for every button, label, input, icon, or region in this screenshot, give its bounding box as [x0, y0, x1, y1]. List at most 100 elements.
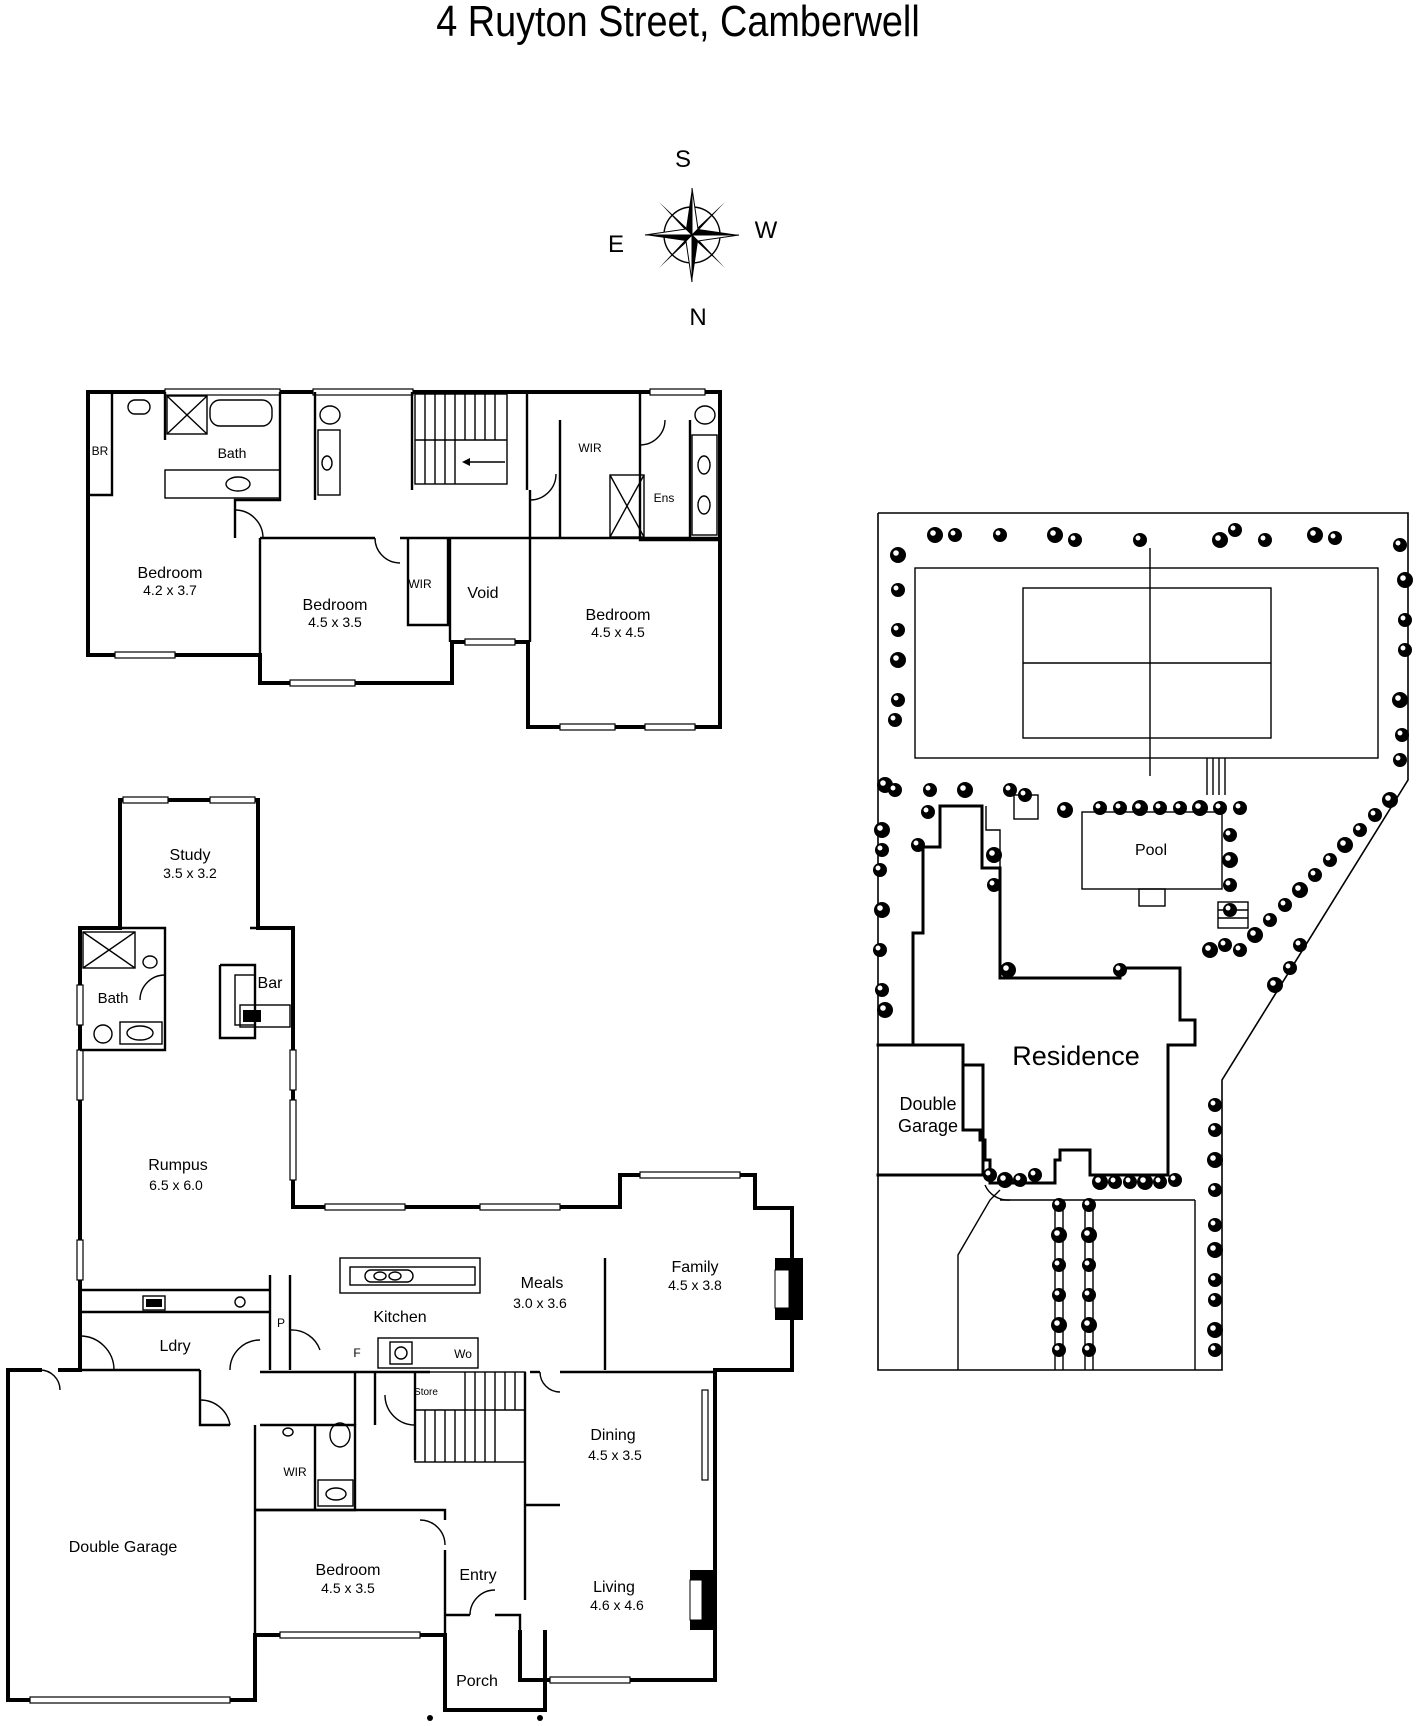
upper-ens-label: Ens: [654, 491, 675, 505]
tree-highlight: [1355, 825, 1361, 831]
tree-icon: [1328, 531, 1342, 545]
tree-highlight: [890, 785, 896, 791]
tree-icon: [957, 782, 973, 798]
living-size: 4.6 x 4.6: [590, 1597, 644, 1613]
tree-highlight: [989, 880, 995, 886]
upper-bedroom2-label: Bedroom: [303, 597, 368, 614]
tree-highlight: [1310, 870, 1316, 876]
tree-highlight: [1054, 1230, 1060, 1236]
tree-icon: [997, 1172, 1013, 1188]
upper-bedroom1-size: 4.2 x 3.7: [143, 582, 197, 598]
tree-icon: [875, 843, 889, 857]
tree-icon: [1307, 527, 1323, 543]
tree-icon: [1052, 1288, 1066, 1302]
tree-icon: [873, 863, 887, 877]
tree-highlight: [1020, 790, 1026, 796]
upper-bedroom3-label: Bedroom: [586, 607, 651, 624]
tree-highlight: [1210, 1325, 1216, 1331]
tree-highlight: [1084, 1200, 1090, 1206]
tree-icon: [1207, 1152, 1223, 1168]
tree-highlight: [890, 715, 896, 721]
tree-icon: [1123, 1175, 1137, 1189]
tree-icon: [1028, 1168, 1042, 1182]
kitchen-label: Kitchen: [373, 1309, 426, 1326]
upper-floor-plan: BR Bath Bedroom 4.2 x 3.7 Bedroom 4.5 x …: [86, 388, 722, 731]
tree-icon: [1247, 927, 1263, 943]
tree-icon: [1018, 788, 1032, 802]
tree-highlight: [1210, 1125, 1216, 1131]
tree-highlight: [1095, 1177, 1101, 1183]
tree-icon: [891, 583, 905, 597]
tree-highlight: [1054, 1200, 1060, 1206]
site-garage-label-1: Double: [899, 1094, 956, 1114]
tree-icon: [1052, 1258, 1066, 1272]
ground-stair: [384, 1371, 526, 1463]
tree-icon: [923, 783, 937, 797]
tree-highlight: [893, 695, 899, 701]
tree-icon: [1393, 753, 1407, 767]
tree-highlight: [989, 850, 995, 856]
tree-highlight: [1215, 803, 1221, 809]
study-label: Study: [170, 847, 211, 864]
family-label: Family: [671, 1259, 718, 1276]
pool-label: Pool: [1135, 842, 1167, 859]
tree-highlight: [1015, 1175, 1021, 1181]
tree-highlight: [875, 865, 881, 871]
tree-icon: [1051, 1317, 1067, 1333]
tree-icon: [1132, 800, 1148, 816]
tree-highlight: [1270, 980, 1276, 986]
tree-highlight: [1095, 803, 1101, 809]
tree-icon: [1113, 963, 1127, 977]
ground-floor-plan: Study 3.5 x 3.2 Bath Bar Rumpus 6.5 x 6.…: [6, 796, 803, 1721]
tree-highlight: [995, 530, 1001, 536]
tree-highlight: [1395, 540, 1401, 546]
tree-highlight: [1210, 1100, 1216, 1106]
tree-highlight: [1340, 840, 1346, 846]
wo-label: Wo: [454, 1347, 472, 1361]
tree-highlight: [1210, 1185, 1216, 1191]
tree-highlight: [1170, 1175, 1176, 1181]
store-label: Store: [414, 1387, 438, 1398]
tree-icon: [1368, 808, 1382, 822]
ground-bedroom-label: Bedroom: [316, 1562, 381, 1579]
tree-icon: [1081, 1227, 1097, 1243]
tree-icon: [986, 847, 1002, 863]
compass-east-label: E: [608, 231, 624, 258]
tree-highlight: [1210, 1245, 1216, 1251]
tree-highlight: [925, 785, 931, 791]
site-garage-label-2: Garage: [898, 1116, 958, 1136]
tree-icon: [1208, 1293, 1222, 1307]
rumpus-label: Rumpus: [148, 1157, 208, 1174]
family-size: 4.5 x 3.8: [668, 1277, 722, 1293]
upper-stair: [414, 393, 508, 485]
tree-highlight: [880, 780, 886, 786]
upper-wir-label: WIR: [408, 577, 432, 591]
ldry-label: Ldry: [159, 1338, 190, 1355]
tree-highlight: [1397, 730, 1403, 736]
tree-highlight: [1084, 1260, 1090, 1266]
tree-icon: [1228, 523, 1242, 537]
tree-icon: [1208, 1098, 1222, 1112]
tree-highlight: [1210, 1155, 1216, 1161]
tree-icon: [888, 783, 902, 797]
site-plan: Pool Residence Double Garage: [873, 512, 1413, 1371]
tree-icon: [1323, 853, 1337, 867]
tree-icon: [1207, 1322, 1223, 1338]
tree-highlight: [1135, 535, 1141, 541]
tree-highlight: [893, 625, 899, 631]
rumpus-size: 6.5 x 6.0: [149, 1177, 203, 1193]
compass-west-label: W: [755, 217, 778, 244]
tree-icon: [1047, 527, 1063, 543]
tree-highlight: [1140, 1177, 1146, 1183]
tree-highlight: [1000, 1175, 1006, 1181]
tree-icon: [1153, 801, 1167, 815]
tree-highlight: [1395, 695, 1401, 701]
tree-highlight: [1125, 1177, 1131, 1183]
tree-icon: [983, 1168, 997, 1182]
tree-highlight: [1225, 855, 1231, 861]
tree-icon: [1308, 868, 1322, 882]
tree-icon: [1003, 783, 1017, 797]
tree-icon: [987, 878, 1001, 892]
tree-highlight: [877, 845, 883, 851]
tree-icon: [1398, 613, 1412, 627]
